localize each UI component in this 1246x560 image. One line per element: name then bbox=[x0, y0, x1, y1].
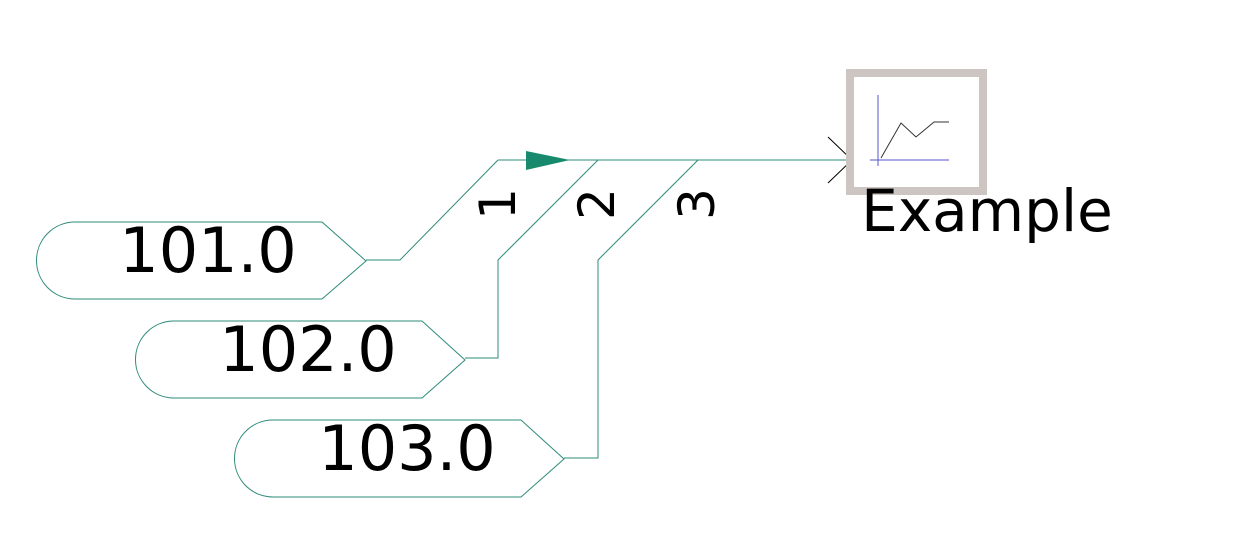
mux-port-label-3: 3 bbox=[668, 188, 726, 220]
wire-source-2[interactable] bbox=[465, 159, 599, 359]
source-block-3-value: 103.0 bbox=[318, 412, 496, 485]
bus-direction-arrow-icon bbox=[526, 151, 570, 170]
source-block-1-value: 101.0 bbox=[119, 214, 297, 287]
source-block-3-shape[interactable] bbox=[234, 419, 565, 498]
scope-block[interactable] bbox=[846, 69, 987, 195]
scope-icon bbox=[870, 95, 949, 166]
mux-port-label-1: 1 bbox=[469, 188, 527, 220]
source-block-2-shape[interactable] bbox=[135, 320, 466, 399]
wire-source-3[interactable] bbox=[564, 159, 699, 459]
wire-source-1[interactable] bbox=[366, 159, 499, 261]
scope-icon-trace bbox=[880, 121, 949, 159]
mux-port-label-2: 2 bbox=[568, 188, 626, 220]
source-block-1-shape[interactable] bbox=[36, 221, 367, 300]
source-block-3[interactable]: 103.0 bbox=[234, 412, 565, 498]
source-block-2[interactable]: 102.0 bbox=[135, 313, 466, 399]
source-block-1[interactable]: 101.0 bbox=[36, 214, 367, 300]
source-block-2-value: 102.0 bbox=[219, 313, 397, 386]
scope-block-name[interactable]: Example bbox=[861, 177, 1113, 245]
scope-block-frame[interactable] bbox=[846, 69, 987, 195]
